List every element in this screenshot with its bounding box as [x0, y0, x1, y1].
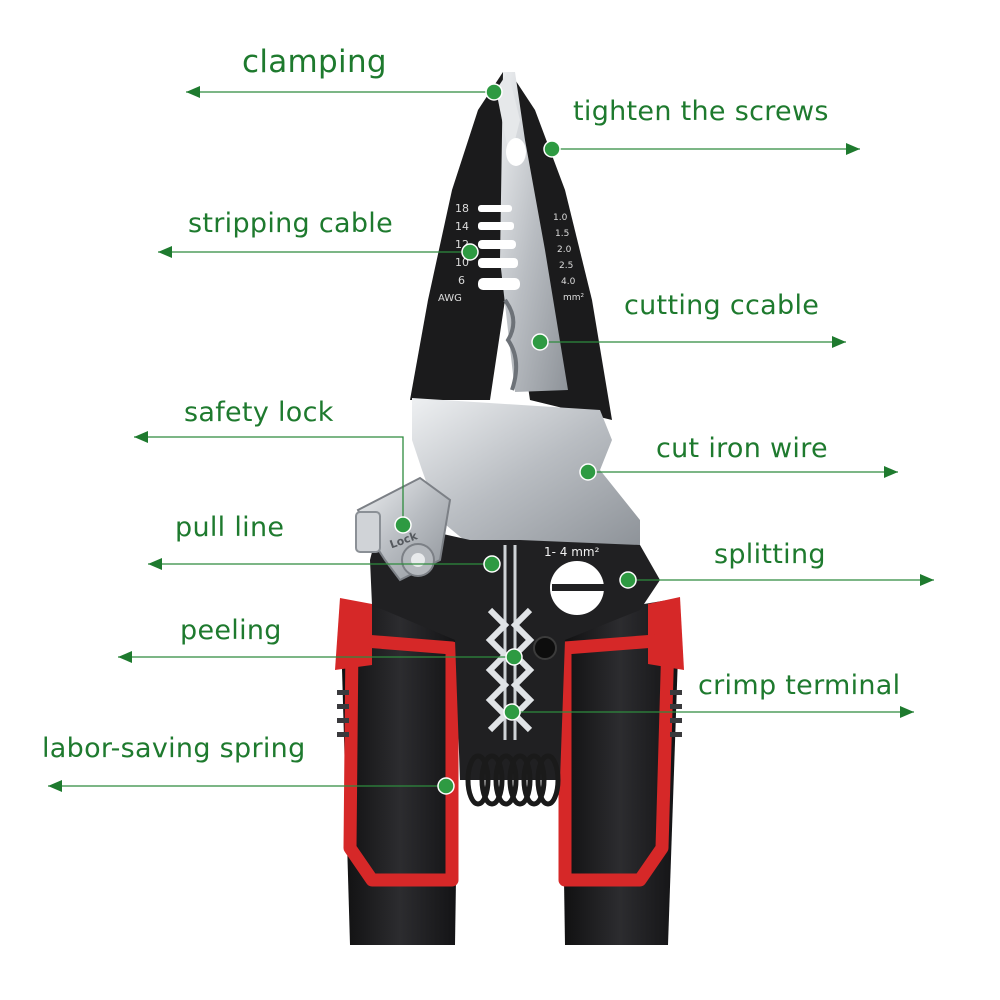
arrow-cutting-cable: [832, 336, 846, 348]
label-pull-line: pull line: [175, 512, 285, 543]
left-handle: [335, 598, 460, 945]
marker-splitting: [619, 571, 637, 589]
arrow-tighten-screws: [846, 143, 860, 155]
arrow-clamping: [186, 86, 200, 98]
arrow-cut-iron-wire: [884, 466, 898, 478]
label-peeling: peeling: [180, 615, 282, 646]
marker-safety-lock: [394, 516, 412, 534]
marker-crimp-terminal: [503, 703, 521, 721]
mm-size-1-0: 1.0: [553, 213, 568, 223]
marker-stripping-cable: [461, 243, 479, 261]
awg-size-18: 18: [455, 202, 469, 215]
arrow-stripping-cable: [158, 246, 172, 258]
arrow-safety-lock: [134, 431, 148, 443]
arrow-peeling: [118, 651, 132, 663]
mm-size-2-0: 2.0: [557, 245, 572, 255]
arrow-crimp-terminal: [900, 706, 914, 718]
arrowheads: [48, 86, 934, 792]
marker-clamping: [485, 83, 503, 101]
marker-cut-iron-wire: [579, 463, 597, 481]
mm-size-4-0: 4.0: [561, 277, 576, 287]
arrow-labor-saving-spring: [48, 780, 62, 792]
label-stripping-cable: stripping cable: [188, 208, 394, 239]
marker-peeling: [505, 648, 523, 666]
label-cut-iron-wire: cut iron wire: [656, 433, 828, 464]
arrow-splitting: [920, 574, 934, 586]
splitting-range-text: 1- 4 mm²: [544, 545, 600, 559]
label-splitting: splitting: [714, 539, 826, 570]
label-cutting-cable: cutting ccable: [624, 290, 820, 321]
label-labor-saving-spring: labor-saving spring: [42, 733, 306, 764]
mm-size-2-5: 2.5: [559, 261, 573, 271]
callout-markers: [394, 83, 637, 795]
marker-tighten-screws: [543, 140, 561, 158]
awg-heading: AWG: [438, 293, 462, 304]
awg-size-6: 6: [458, 274, 465, 287]
label-safety-lock: safety lock: [184, 397, 334, 428]
label-crimp-terminal: crimp terminal: [698, 670, 901, 701]
mm-heading: mm²: [563, 293, 585, 303]
label-clamping: clamping: [242, 44, 387, 80]
marker-cutting-cable: [531, 333, 549, 351]
mm-size-1-5: 1.5: [555, 229, 569, 239]
leader-safety-lock: [134, 436, 404, 525]
spring: [465, 753, 561, 807]
right-handle: [558, 597, 684, 945]
label-tighten-screws: tighten the screws: [573, 96, 829, 127]
awg-size-14: 14: [455, 220, 469, 233]
leader-lines: [48, 91, 934, 787]
marker-labor-saving-spring: [437, 777, 455, 795]
arrow-pull-line: [148, 558, 162, 570]
marker-pull-line: [483, 555, 501, 573]
